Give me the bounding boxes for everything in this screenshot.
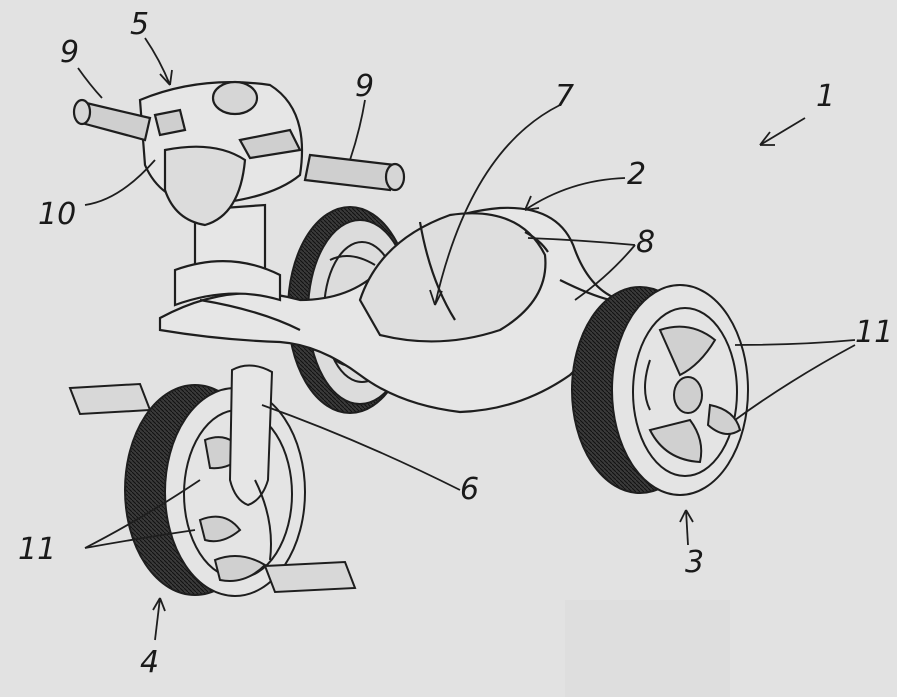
leader-lines (77, 37, 856, 641)
handlebar-plate (163, 145, 247, 227)
label-11-left: 11 (18, 532, 57, 567)
pedals (68, 382, 357, 594)
body-frame (158, 206, 632, 414)
label-7: 7 (555, 79, 575, 114)
label-6: 6 (460, 472, 480, 507)
label-11-right: 11 (855, 315, 894, 350)
rear-right-wheel (571, 284, 749, 496)
label-8: 8 (636, 225, 656, 260)
label-3: 3 (685, 545, 705, 580)
front-fork (228, 364, 274, 561)
scan-shade (565, 600, 730, 697)
label-4: 4 (140, 645, 160, 680)
label-5: 5 (130, 7, 150, 42)
seat (358, 212, 547, 343)
label-10: 10 (38, 197, 77, 232)
label-9-right: 9 (355, 69, 375, 104)
label-2: 2 (627, 157, 647, 192)
label-9-left: 9 (60, 35, 80, 70)
grip-right (303, 153, 397, 192)
label-1: 1 (816, 79, 836, 114)
handlebar-assembly (72, 80, 406, 307)
